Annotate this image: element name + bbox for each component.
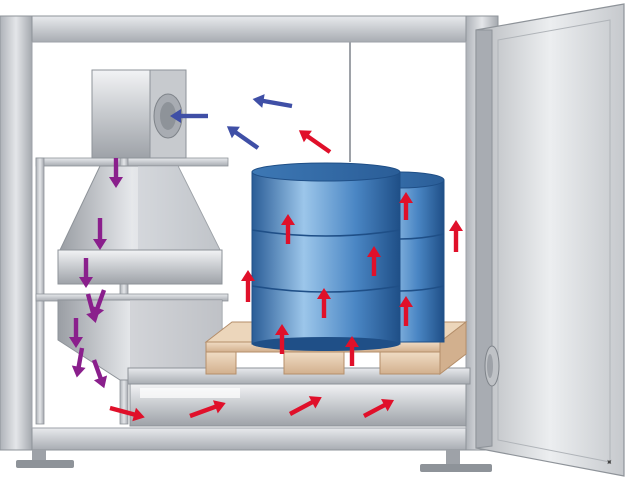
cabinet-foot-right: [420, 450, 492, 472]
hot-air-arrow: [317, 288, 331, 318]
hot-air-arrow: [399, 192, 413, 220]
return-air-arrow: [69, 318, 83, 348]
intake-arrow: [170, 109, 208, 123]
hot-air-arrow: [288, 396, 322, 416]
support-frame: [35, 157, 229, 167]
hot-air-arrow: [345, 336, 359, 366]
floor-air-channel: [127, 367, 471, 427]
heater-unit: [35, 69, 229, 425]
return-air-arrow: [71, 347, 86, 378]
hot-air-arrow: [399, 296, 413, 326]
hot-air-arrow: [241, 270, 255, 302]
cabinet-foot-left: [16, 450, 74, 468]
cabinet-door: [475, 3, 625, 477]
fan-unit-icon: [91, 69, 187, 159]
hot-air-arrow: [367, 246, 381, 276]
return-air-arrow: [85, 293, 100, 323]
hot-air-arrow: [109, 405, 145, 422]
hot-air-arrow: [275, 324, 289, 354]
hot-air-arrow: [362, 399, 395, 418]
return-air-arrow: [109, 158, 123, 188]
return-air-arrow: [79, 258, 93, 288]
airflow-arrows: [69, 94, 463, 422]
hot-air-arrow: [449, 220, 463, 252]
hot-air-arrow: [298, 130, 332, 154]
return-air-arrow: [91, 359, 108, 389]
hot-air-arrow: [281, 214, 295, 244]
intake-arrow: [252, 94, 293, 109]
frame-left-post: [0, 15, 33, 451]
intake-arrow: [226, 126, 260, 150]
frame-top-rail: [0, 15, 499, 43]
frame-bottom-rail: [0, 427, 499, 451]
return-air-arrow: [93, 218, 107, 250]
door-handle-icon: [484, 345, 500, 387]
hot-air-arrow: [189, 400, 226, 419]
